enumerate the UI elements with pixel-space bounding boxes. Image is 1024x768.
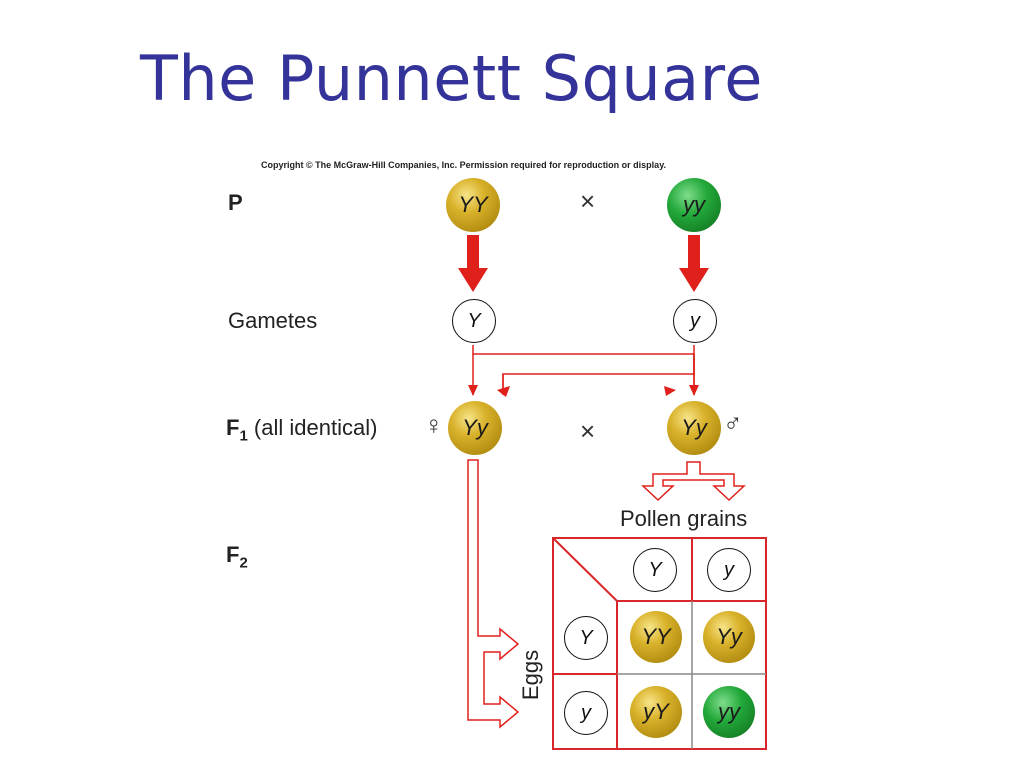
gamete-right: y xyxy=(673,299,717,343)
punnett-grid xyxy=(552,537,767,750)
fertilization-arrows xyxy=(472,345,695,393)
parent-cross-symbol: × xyxy=(580,186,596,216)
pollen-grains-label: Pollen grains xyxy=(620,506,748,531)
f1-label-note: (all identical) xyxy=(253,415,378,440)
egg-gamete-2: y xyxy=(564,691,608,735)
f1-cross-symbol: × xyxy=(580,416,596,446)
male-symbol-icon: ♂ xyxy=(723,408,743,438)
f1-female-pea: Yy xyxy=(448,401,502,455)
copyright-notice: Copyright © The McGraw-Hill Companies, I… xyxy=(261,160,667,170)
pollen-split-arrow xyxy=(641,461,746,502)
egg-gamete-1: Y xyxy=(564,616,608,660)
punnett-cell-2-2: yy xyxy=(703,686,755,738)
slide-title: The Punnett Square xyxy=(140,42,763,115)
f2-label-main: F xyxy=(226,542,240,567)
row-label-f1: F1 (all identical) xyxy=(226,415,377,444)
row-label-f2: F2 xyxy=(226,542,248,571)
f1-label-main: F xyxy=(226,415,240,440)
eggs-label: Eggs xyxy=(518,649,544,701)
gamete-left: Y xyxy=(452,299,496,343)
row-label-p: P xyxy=(228,190,243,215)
punnett-cell-2-1: yY xyxy=(630,686,682,738)
parent-green-pea: yy xyxy=(667,178,721,232)
f1-label-sub: 1 xyxy=(239,427,248,445)
f2-label-sub: 2 xyxy=(239,554,248,572)
fertilization-cross-lines xyxy=(472,354,695,395)
parent-yellow-pea: YY xyxy=(446,178,500,232)
f1-male-pea: Yy xyxy=(667,401,721,455)
parent-to-gamete-arrow-left xyxy=(458,235,488,292)
punnett-cell-1-2: Yy xyxy=(703,611,755,663)
punnett-cell-1-1: YY xyxy=(630,611,682,663)
row-label-gametes: Gametes xyxy=(228,308,318,333)
pollen-gamete-1: Y xyxy=(633,548,677,592)
parent-to-gamete-arrow-right xyxy=(679,235,709,292)
pollen-gamete-2: y xyxy=(707,548,751,592)
egg-path-arrow xyxy=(467,459,520,729)
female-symbol-icon: ♀ xyxy=(424,410,444,440)
